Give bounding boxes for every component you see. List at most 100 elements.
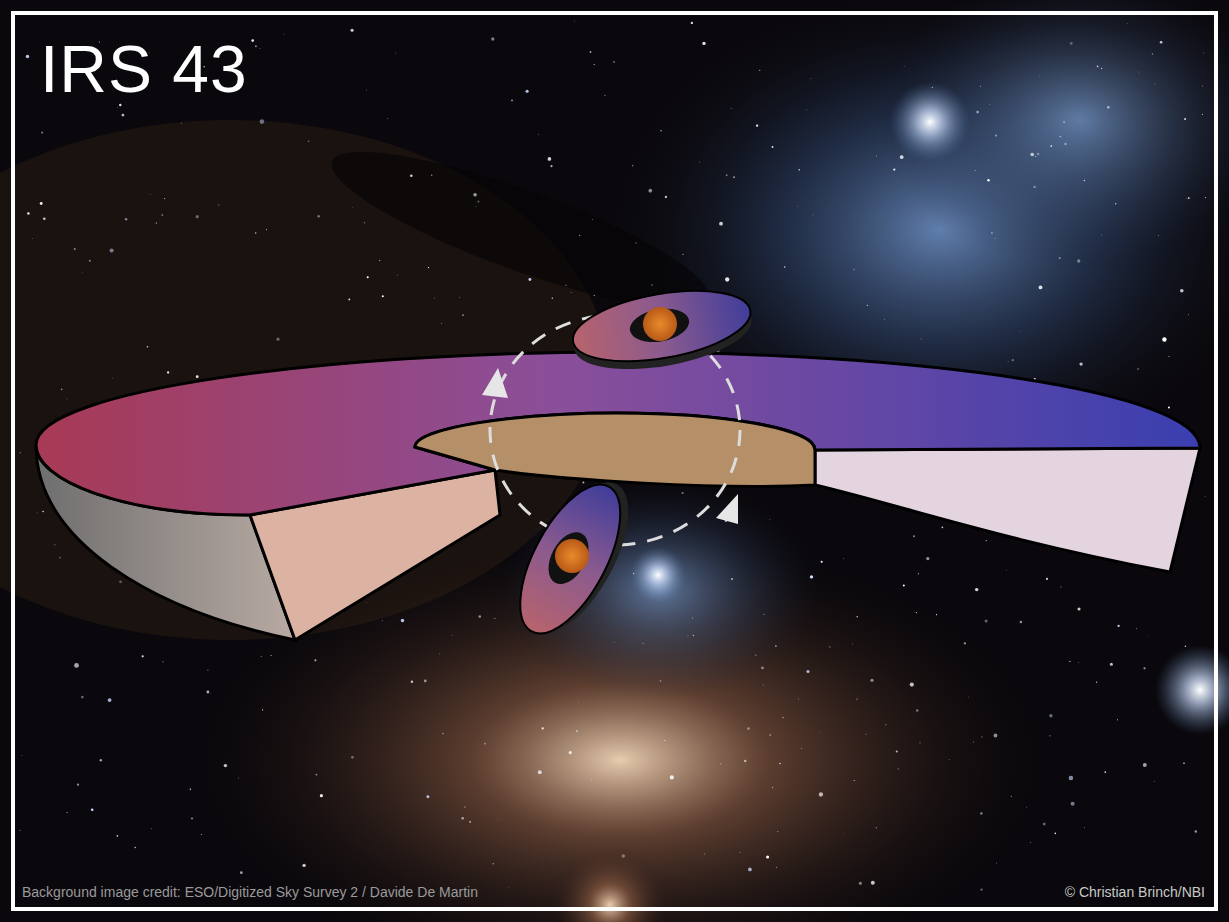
star [576,730,578,732]
star [1117,719,1118,720]
star [108,698,112,702]
star [571,292,572,293]
star [964,642,966,644]
star [397,274,399,276]
star [426,795,429,798]
title: IRS 43 [40,36,248,102]
star [1188,314,1189,315]
star [1117,625,1119,627]
star [283,33,285,35]
star [651,284,653,286]
star [613,642,615,644]
star [756,125,758,127]
star [1154,83,1156,85]
star [1143,763,1147,767]
star [191,818,193,820]
star [994,734,998,738]
star [1006,569,1008,571]
star [164,198,165,199]
star [548,157,552,161]
star [942,526,944,528]
star [442,733,443,734]
star [276,338,279,341]
star [996,862,998,864]
star [797,206,799,208]
star [196,375,199,378]
star [410,174,412,176]
star [1011,796,1012,797]
star [693,635,694,636]
star [364,222,365,223]
star [1043,823,1046,826]
star [207,691,210,694]
star [980,889,982,891]
star [119,580,122,583]
star [43,217,46,220]
star [1203,52,1205,54]
star [903,585,905,587]
star [238,777,240,779]
star [473,193,477,197]
star [451,634,453,636]
star [190,788,192,790]
star [27,212,29,214]
star [366,90,367,91]
star [1077,259,1080,262]
star [1069,776,1074,781]
star [762,684,764,686]
star [552,298,553,299]
star [314,659,316,661]
star [1107,106,1110,109]
star [59,557,61,559]
star [1205,197,1206,198]
star [821,561,823,563]
star [632,165,633,166]
star [1202,114,1203,115]
star [660,130,661,131]
star [441,323,442,324]
star [590,51,592,53]
star [1160,41,1163,44]
star [251,39,254,42]
star [867,305,868,306]
star [748,868,752,872]
star [973,741,975,743]
star [462,314,464,316]
star [61,389,63,391]
star [870,679,873,682]
star [498,818,500,820]
star [948,759,950,761]
star [1049,714,1052,717]
star [702,42,705,45]
star [1097,65,1099,67]
star [74,663,79,668]
star [479,615,482,618]
star [578,702,580,704]
star [1180,289,1184,293]
star [591,779,593,781]
star [772,146,774,148]
star [989,104,991,106]
star [1033,186,1035,188]
star [1101,234,1103,236]
star [1071,802,1075,806]
star [262,709,263,710]
star [594,64,595,65]
star [579,235,580,236]
star [142,655,144,657]
star [112,377,114,379]
star [692,617,693,618]
star [573,20,575,22]
star [395,52,397,54]
star [431,174,432,175]
star [550,165,552,167]
star [648,189,652,193]
star [26,55,29,58]
star [167,371,169,373]
star [401,619,404,622]
star [1037,153,1039,155]
star [720,763,721,764]
star [484,743,486,745]
